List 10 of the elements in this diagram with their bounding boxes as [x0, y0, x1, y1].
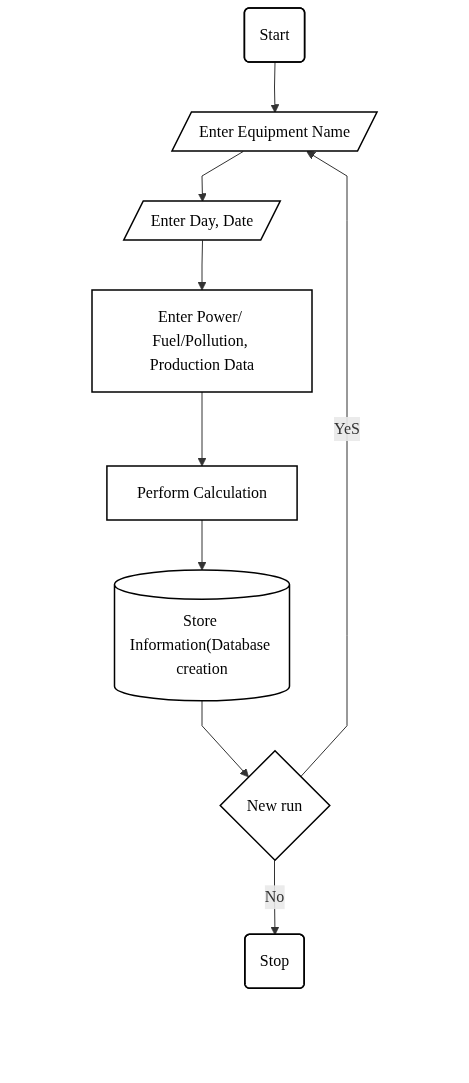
edge-label: YeS	[334, 420, 360, 437]
node-diamond: New run	[219, 749, 331, 862]
arrow	[300, 151, 348, 778]
arrow	[197, 519, 207, 571]
arrow	[201, 700, 249, 778]
arrow	[197, 391, 207, 467]
node-box: Perform Calculation	[106, 465, 298, 521]
node-box: Enter Power/ Fuel/Pollution, Production Data	[91, 289, 313, 393]
edge-label: No	[264, 888, 285, 906]
arrow	[270, 62, 280, 113]
